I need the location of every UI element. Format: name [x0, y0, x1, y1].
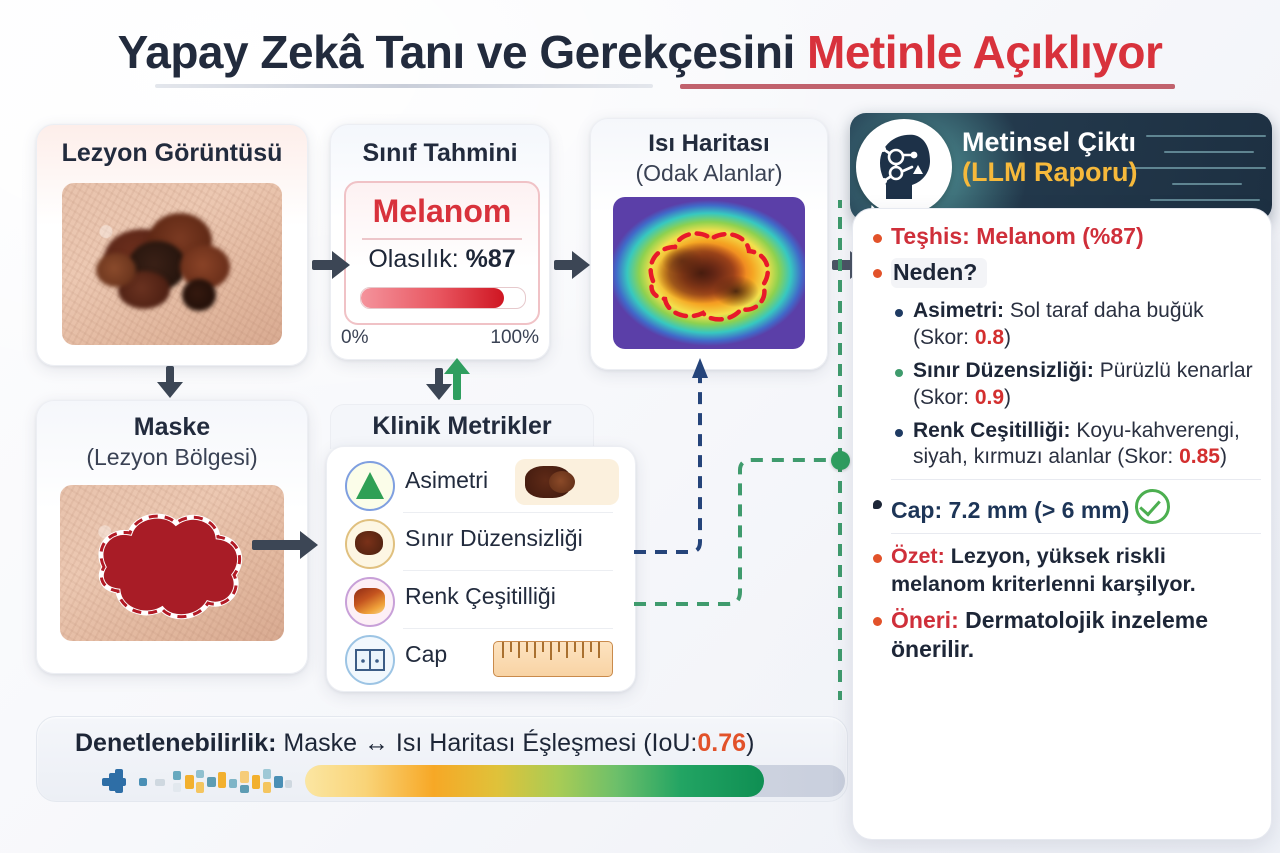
metric-label-asymmetry: Asimetri	[405, 467, 489, 493]
reason-score-1: 0.9	[974, 385, 1005, 409]
card-metrics-header: Klinik Metrikler	[330, 404, 594, 449]
report-recommendation-text: Dermatolojik inzeleme önerilir.	[891, 606, 1208, 663]
report-header-title: Metinsel Çiktı (LLM Raporu)	[962, 127, 1262, 187]
classification-divider	[362, 238, 522, 240]
probability-bar-track	[360, 287, 526, 309]
card-heatmap-title: Isı Haritası	[648, 130, 770, 157]
heatmap-image	[613, 197, 805, 349]
report-header-line1: Metinsel Çiktı	[962, 127, 1137, 157]
report-summary-key: Özet:	[891, 543, 945, 568]
reason-tail-2: )	[1219, 445, 1227, 469]
report-why-label: Neden?	[891, 257, 988, 289]
arrow-metrics-to-class	[444, 358, 470, 400]
triangle-icon	[345, 461, 395, 511]
metric-row-color[interactable]: Renk Çeşitilliği	[327, 571, 635, 629]
circuit-lines-icon	[1091, 131, 1266, 209]
reason-score-2: 0.85	[1179, 445, 1220, 469]
arrow-class-to-metrics	[426, 368, 452, 402]
caliper-icon	[345, 635, 395, 685]
report-reason-asymmetry: Asimetri: Sol taraf daha buğük (Skor: 0.…	[869, 298, 1261, 351]
report-header-line2: (LLM Raporu)	[962, 157, 1138, 188]
connector-node	[831, 451, 850, 470]
report-divider-2	[891, 532, 1261, 534]
report-diagnosis: Teşhis: Melanom (%87)	[891, 223, 1144, 249]
report-header: Metinsel Çiktı (LLM Raporu)	[850, 113, 1272, 221]
audit-bar: Denetlenebilirlik: Maske ↔ Isı Haritası …	[36, 716, 848, 802]
page-title-dark: Yapay Zekâ Tanı ve Gerekçesini	[117, 26, 796, 78]
reason-name-2: Renk Ceşitilliği:	[913, 419, 1071, 442]
arrow-lesion-to-class	[312, 251, 350, 279]
card-lesion-image: Lezyon Görüntüsü	[36, 124, 308, 366]
reason-text-0: Sol taraf daha buğük (Skor:	[913, 299, 1204, 349]
card-heatmap: Isı Haritası (Odak Alanlar)	[590, 118, 828, 370]
report-reason-border: Sınır Düzensizliği: Pürüzlü kenarlar (Sk…	[869, 358, 1261, 411]
metric-row-border[interactable]: Sınır Düzensizliği	[327, 513, 635, 571]
audit-progress-track	[305, 765, 845, 797]
arrow-heatmap-to-report	[832, 251, 868, 279]
scale-max-label: 100%	[490, 327, 539, 348]
card-heatmap-subtitle: (Odak Alanlar)	[635, 160, 783, 186]
reason-score-0: 0.8	[974, 325, 1005, 349]
card-metrics-title: Klinik Metrikler	[372, 412, 552, 440]
lesion-thumb-icon	[345, 519, 395, 569]
reason-text-1: Pürüzlü kenarlar (Skor:	[913, 359, 1253, 409]
report-diameter-row: Cap: 7.2 mm (> 6 mm)	[869, 488, 1261, 525]
card-lesion-title: Lezyon Görüntüsü	[61, 139, 283, 167]
metric-row-diameter[interactable]: Cap	[327, 629, 635, 687]
asymmetry-thumb-icon	[515, 459, 619, 505]
report-reason-color: Renk Ceşitilliği: Koyu-kahverengi, siyah…	[869, 418, 1261, 471]
audit-label: Denetlenebilirlik:	[75, 729, 277, 757]
report-summary-text: Lezyon, yüksek riskli melanom kriterlenn…	[891, 543, 1196, 596]
green-check-icon	[1135, 488, 1171, 524]
audit-pixel-chips	[99, 767, 299, 795]
audit-tail: )	[746, 729, 755, 757]
arrow-class-to-heatmap	[554, 251, 590, 279]
reason-name-1: Sınır Düzensizliği:	[913, 359, 1094, 383]
audit-iou-value: 0.76	[697, 729, 747, 757]
report-summary-row: Özet: Lezyon, yüksek riskli melanom krit…	[869, 543, 1261, 599]
report-recommendation-key: Öneri:	[891, 606, 959, 633]
card-mask-title: Maske	[133, 413, 211, 441]
metric-label-color: Renk Çeşitilliği	[405, 583, 556, 609]
card-classification-title: Sınıf Tahmini	[362, 139, 518, 167]
probability-value: %87	[465, 245, 516, 273]
arrow-lesion-to-mask	[157, 366, 183, 398]
predicted-class-label: Melanom	[372, 193, 512, 229]
card-metrics: Asimetri Sınır Düzensizliği Renk Çeşitil…	[326, 446, 636, 692]
ruler-icon	[493, 641, 613, 677]
report-divider-1	[891, 478, 1261, 480]
lesion-photo	[62, 183, 282, 345]
title-underline-grey	[155, 84, 653, 88]
probability-label: Olasılık:	[368, 245, 459, 273]
audit-text: Maske ↔ Isı Haritası Éşleşmesi (IoU:	[276, 729, 698, 757]
metric-row-asymmetry[interactable]: Asimetri	[327, 455, 635, 513]
arrow-mask-to-metrics	[252, 531, 322, 559]
report-diameter: Cap: 7.2 mm (> 6 mm)	[891, 496, 1130, 523]
report-why-row: Neden?	[869, 257, 1261, 289]
report-body: Teşhis: Melanom (%87) Neden? Asimetri: S…	[852, 208, 1272, 840]
audit-label-line: Denetlenebilirlik: Maske ↔ Isı Haritası …	[75, 729, 754, 758]
probability-line: Olasılık: %87	[346, 245, 538, 274]
card-mask: Maske (Lezyon Bölgesi)	[36, 400, 308, 674]
classification-result-box: Melanom Olasılık: %87	[344, 181, 540, 325]
report-diagnosis-row: Teşhis: Melanom (%87)	[869, 223, 1261, 251]
color-thumb-icon	[345, 577, 395, 627]
audit-progress-fill	[305, 765, 764, 797]
metric-label-diameter: Cap	[405, 641, 448, 667]
reason-name-0: Asimetri:	[913, 299, 1005, 323]
reason-text-2: Koyu-kahverengi, siyah, kırmuzı alanlar …	[913, 419, 1240, 469]
reason-tail-0: )	[1004, 325, 1012, 349]
metric-label-border: Sınır Düzensizliği	[405, 525, 583, 551]
card-mask-subtitle: (Lezyon Bölgesi)	[86, 444, 258, 470]
reason-tail-1: )	[1004, 385, 1012, 409]
report-recommendation-row: Öneri: Dermatolojik inzeleme önerilir.	[869, 606, 1261, 666]
probability-bar-fill	[361, 288, 504, 308]
card-classification: Sınıf Tahmini Melanom Olasılık: %87 0% 1…	[330, 124, 550, 360]
ai-brain-icon	[856, 119, 952, 215]
page-title: Yapay Zekâ Tanı ve Gerekçesini Metinle A…	[0, 28, 1280, 76]
scale-min-label: 0%	[341, 327, 369, 348]
title-underline-red	[680, 84, 1175, 89]
mask-image	[60, 485, 284, 641]
page-title-red: Metinle Açıklıyor	[807, 26, 1163, 78]
